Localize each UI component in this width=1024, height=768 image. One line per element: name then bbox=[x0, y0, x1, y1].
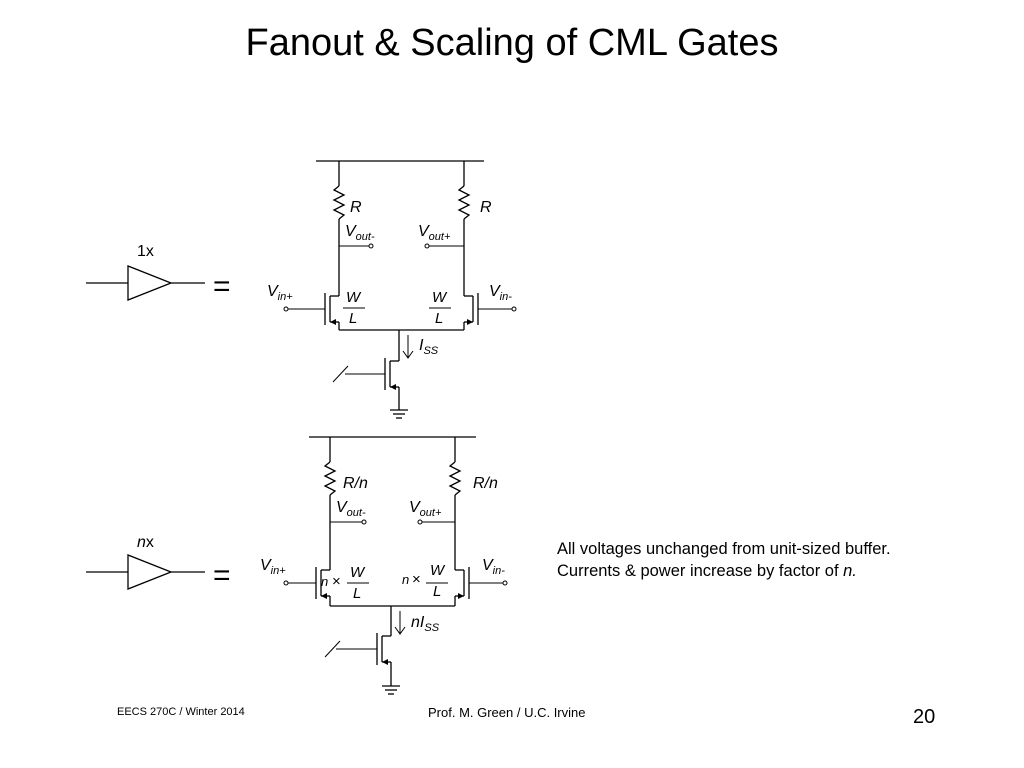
vout-plus-label-top: Vout+ bbox=[418, 223, 451, 243]
size-multiplier-left-bottom: n bbox=[321, 574, 328, 589]
buffer-1x bbox=[86, 265, 205, 301]
footer-author: Prof. M. Green / U.C. Irvine bbox=[428, 705, 586, 720]
size-times-left-bottom: × bbox=[332, 573, 341, 590]
buffer-triangle bbox=[127, 265, 173, 301]
wl-numerator-right-top: W bbox=[432, 289, 448, 306]
footer-course: EECS 270C / Winter 2014 bbox=[117, 706, 245, 718]
vin-plus-label-top: Vin+ bbox=[267, 283, 293, 303]
resistor-label-left-bottom: R/n bbox=[343, 475, 368, 492]
scaling-note: All voltages unchanged from unit-sized b… bbox=[557, 538, 891, 582]
nmos-right-top bbox=[463, 293, 479, 330]
buffer-triangle bbox=[127, 554, 173, 590]
page-number: 20 bbox=[913, 706, 936, 728]
vout-plus-node-bottom bbox=[417, 519, 423, 525]
resistor-label-left-top: R bbox=[350, 199, 362, 216]
ground-symbol-top bbox=[390, 409, 408, 419]
wl-denominator-left-top: L bbox=[349, 310, 357, 327]
cml-circuit-top bbox=[283, 160, 517, 419]
cml-circuit-bottom bbox=[283, 436, 508, 695]
ground-symbol-bottom bbox=[382, 685, 400, 695]
nmos-right-bottom bbox=[454, 567, 470, 606]
resistor-right-top bbox=[457, 185, 471, 220]
nmos-left-top bbox=[324, 293, 340, 330]
buffer-label-nx: nx bbox=[137, 534, 154, 551]
wl-numerator-left-top: W bbox=[346, 289, 362, 306]
resistor-right-bottom bbox=[448, 461, 462, 496]
vin-minus-node-top bbox=[511, 306, 517, 312]
vout-minus-label-top: Vout- bbox=[345, 223, 375, 243]
current-label-bottom: nISS bbox=[411, 614, 440, 634]
slide-title: Fanout & Scaling of CML Gates bbox=[245, 22, 779, 64]
resistor-left-top bbox=[332, 185, 346, 220]
resistor-left-bottom bbox=[323, 461, 337, 496]
size-multiplier-right-bottom: n bbox=[402, 572, 409, 587]
size-times-right-bottom: × bbox=[412, 571, 421, 588]
current-label-top: ISS bbox=[419, 337, 439, 357]
bias-slash-top bbox=[332, 365, 349, 383]
vin-plus-node-top bbox=[283, 306, 289, 312]
vin-minus-label-top: Vin- bbox=[489, 283, 512, 303]
wl-denominator-right-bottom: L bbox=[433, 583, 441, 600]
resistor-label-right-bottom: R/n bbox=[473, 475, 498, 492]
vin-minus-node-bottom bbox=[502, 580, 508, 586]
vout-minus-node-top bbox=[368, 243, 374, 249]
wl-numerator-right-bottom: W bbox=[430, 562, 446, 579]
vout-minus-label-bottom: Vout- bbox=[336, 499, 366, 519]
buffer-nx bbox=[86, 554, 205, 590]
resistor-label-right-top: R bbox=[480, 199, 492, 216]
nmos-tail-top bbox=[384, 358, 399, 390]
equals-sign-top: = bbox=[213, 270, 231, 303]
buffer-label-1x: 1x bbox=[137, 243, 154, 260]
vin-plus-label-bottom: Vin+ bbox=[260, 557, 286, 577]
equals-sign-bottom: = bbox=[213, 559, 231, 592]
vout-minus-node-bottom bbox=[361, 519, 367, 525]
bias-slash-bottom bbox=[324, 640, 341, 658]
vin-minus-label-bottom: Vin- bbox=[482, 557, 505, 577]
vout-plus-node-top bbox=[424, 243, 430, 249]
wl-denominator-left-bottom: L bbox=[353, 585, 361, 602]
vin-plus-node-bottom bbox=[283, 580, 289, 586]
note-line-2: Currents & power increase by factor of n… bbox=[557, 562, 857, 580]
nmos-left-bottom bbox=[315, 567, 331, 606]
wl-denominator-right-top: L bbox=[435, 310, 443, 327]
wl-numerator-left-bottom: W bbox=[350, 564, 366, 581]
vout-plus-label-bottom: Vout+ bbox=[409, 499, 442, 519]
nmos-tail-bottom bbox=[376, 633, 391, 665]
note-line-1: All voltages unchanged from unit-sized b… bbox=[557, 540, 891, 558]
